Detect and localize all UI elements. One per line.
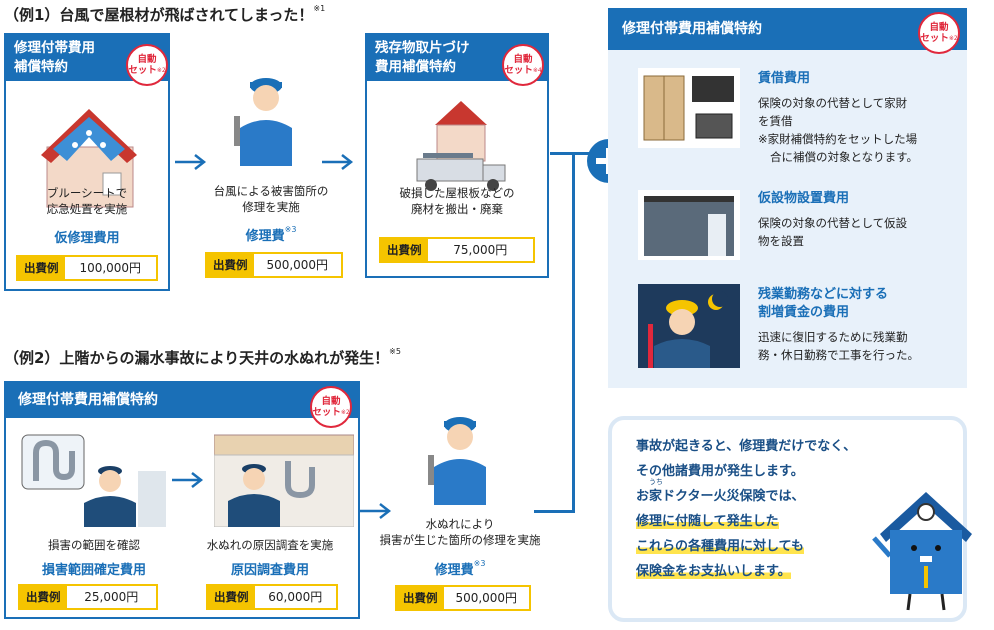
card-title: 修理付帯費用補償特約 <box>6 35 168 81</box>
arrow-right-icon <box>360 503 392 519</box>
auto-set-badge: 自動セット※4 <box>502 44 544 86</box>
investigation-worker-illustration <box>214 434 354 527</box>
rental-furniture-illustration <box>638 68 740 148</box>
cost-name: 仮修理費用 <box>54 231 120 246</box>
arrow-right-icon <box>172 472 204 488</box>
temporary-structure-item: 仮設物設置費用 保険の対象の代替として仮設 物を設置 <box>758 191 908 248</box>
arrow-right-icon <box>322 154 354 170</box>
connector-line <box>550 152 600 155</box>
caption: 水ぬれにより損害が生じた箇所の修理を実施 <box>379 517 541 547</box>
inspection-worker-illustration <box>21 434 166 527</box>
example1-heading: （例1）台風で屋根材が飛ばされてしまった！※1 <box>4 4 326 24</box>
panel-title: 修理付帯費用補償特約 <box>608 8 967 50</box>
caption: 損害の範囲を確認 <box>48 538 140 552</box>
auto-set-badge: 自動セット※2 <box>126 44 168 86</box>
card-title: 修理付帯費用補償特約 <box>6 383 358 418</box>
ruby-text: うち <box>649 478 663 486</box>
arrow-right-icon <box>175 154 207 170</box>
repair-worker-illustration <box>428 417 486 505</box>
auto-set-badge: 自動セット※2 <box>918 12 960 54</box>
summary-text: 事故が起きると、修理費だけでなく、 その他諸費用が発生します。 うち お家ドクタ… <box>636 439 857 579</box>
rental-expense-item: 賃借費用 保険の対象の代替として家財 を賃借 ※家財補償特約をセットした場 合に… <box>758 71 919 164</box>
cost-name: 修理費※3 <box>245 225 297 244</box>
temporary-structure-illustration <box>638 190 740 260</box>
caption: 台風による被害箇所の修理を実施 <box>213 184 329 214</box>
caption: 水ぬれの原因調査を実施 <box>206 538 334 552</box>
repair-worker-illustration <box>234 78 292 166</box>
coverage-items-panel: 修理付帯費用補償特約 賃借費用 保険の対象の代替として家財 を賃借 ※家財補償特… <box>608 8 967 388</box>
house-doctor-mascot <box>872 492 972 611</box>
caption: ブルーシートで応急処置を実施 <box>46 186 128 216</box>
connector-line <box>572 152 575 512</box>
example2-heading: （例2）上階からの漏水事故により天井の水ぬれが発生！※5 <box>4 347 401 367</box>
cost-name: 修理費※3 <box>434 559 486 578</box>
overtime-wage-item: 残業勤務などに対する 割増賃金の費用 迅速に復旧するために残業勤 務・休日勤務で… <box>758 287 919 362</box>
overtime-worker-illustration <box>638 284 740 368</box>
blue-sheet-roof-illustration <box>41 109 137 208</box>
auto-set-badge: 自動セット※2 <box>310 386 352 428</box>
connector-line <box>534 510 575 513</box>
truck-debris-illustration <box>416 101 506 191</box>
cost-name: 損害範囲確定費用 <box>41 563 146 578</box>
cost-name: 原因調査費用 <box>230 563 309 578</box>
caption: 破損した屋根板などの廃材を搬出・廃棄 <box>399 186 515 216</box>
